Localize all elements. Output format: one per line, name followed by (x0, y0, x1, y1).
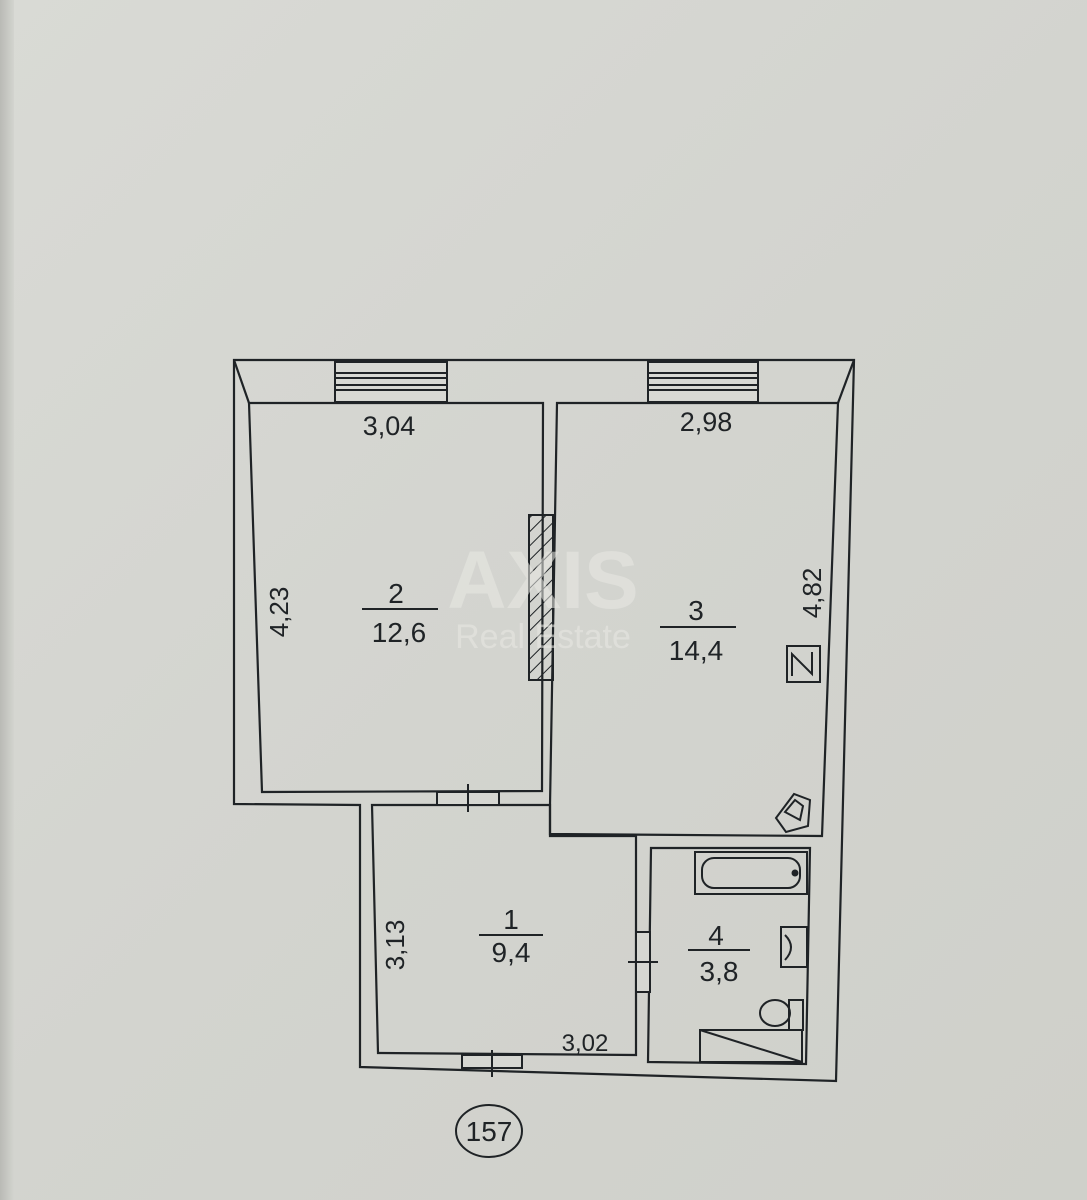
stove-icon (786, 645, 821, 683)
outer-wall (232, 358, 856, 1083)
door-room-2 (436, 784, 500, 812)
watermark-brand: AXIS (447, 535, 638, 626)
room-2-number: 2 (388, 578, 404, 609)
watermark-tagline: Real Estate (455, 618, 631, 656)
room-3-outline (548, 401, 840, 838)
sheet-number-badge: 157 (455, 1104, 523, 1158)
washbasin-icon (780, 926, 808, 968)
hatched-wall (528, 514, 554, 681)
window-room-2 (334, 361, 448, 403)
shower-tray-icon (699, 1029, 803, 1063)
room-4-area: 3,8 (700, 956, 739, 987)
room-1-number: 1 (503, 904, 519, 935)
room-3-height-dimension: 4,82 (797, 568, 827, 619)
room-4-number: 4 (708, 920, 724, 951)
room-1-height-dimension: 3,13 (380, 920, 410, 971)
room-1-area: 9,4 (492, 937, 531, 968)
room-3-number: 3 (688, 595, 704, 626)
door-room-4 (628, 931, 658, 993)
room-3-area: 14,4 (669, 635, 724, 666)
window-room-3 (647, 361, 759, 403)
open-boundary (549, 833, 637, 837)
toilet-icon (759, 999, 804, 1031)
room-3-width-dimension: 2,98 (680, 407, 733, 437)
room-2-area: 12,6 (372, 617, 427, 648)
room-1-width-dimension: 3,02 (562, 1030, 609, 1057)
entrance-door (461, 1050, 523, 1077)
room-2-width-dimension: 3,04 (363, 411, 416, 441)
kitchen-sink-icon (774, 792, 812, 834)
sheet-number: 157 (466, 1116, 513, 1147)
bathtub-icon (694, 851, 808, 895)
room-2-height-dimension: 4,23 (264, 587, 294, 638)
paper-edge-shadow (0, 0, 14, 1200)
